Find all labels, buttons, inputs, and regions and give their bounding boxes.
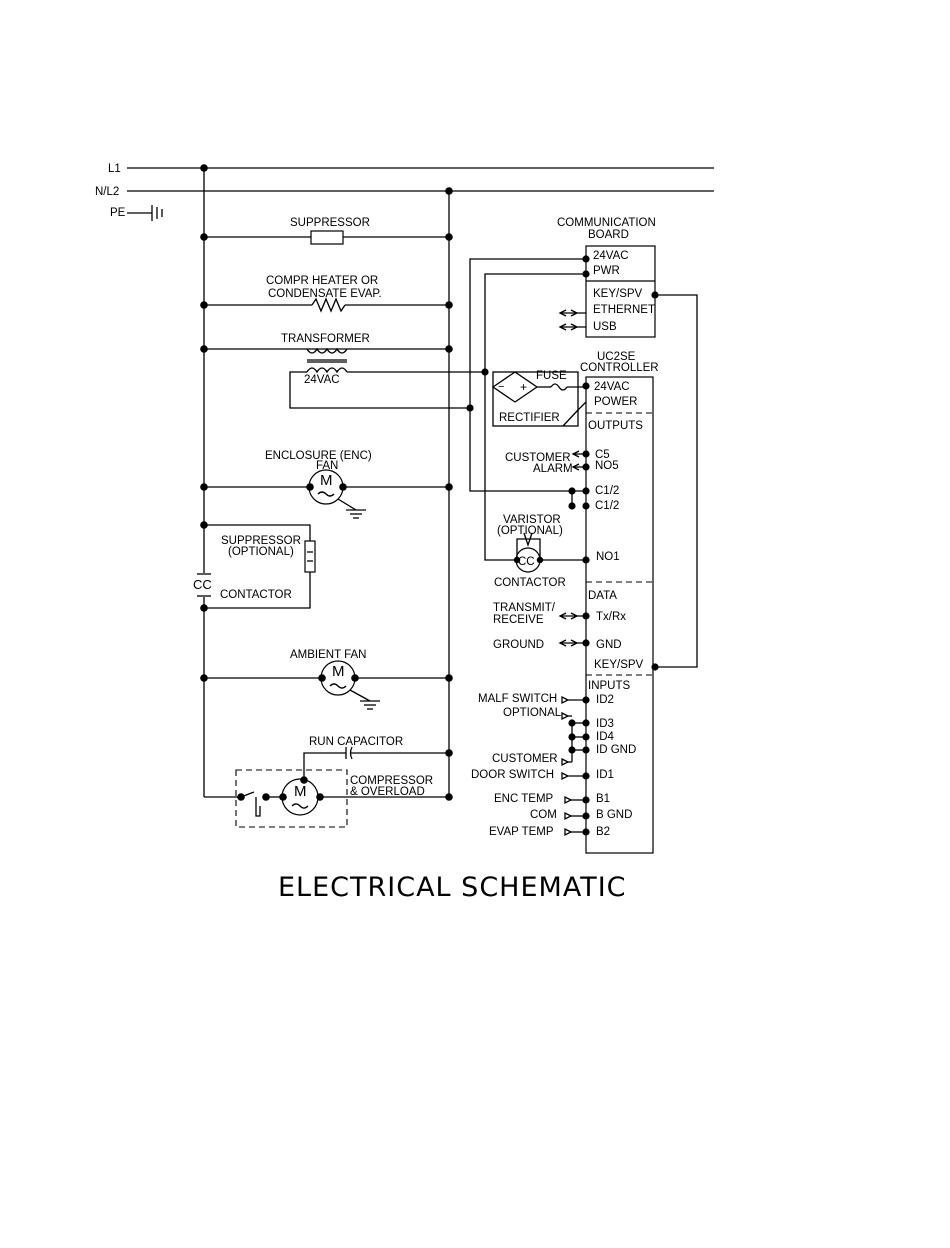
transmit-label-1: TRANSMIT/ [493,602,556,614]
rectifier-plus: + [520,380,527,394]
ctrl-no1: NO1 [596,551,620,563]
communication-board: COMMUNICATION BOARD 24VAC PWR KEY/SPV ET… [557,217,698,668]
comm-terminal-ethernet: ETHERNET [593,304,655,316]
controller: UC2SE CONTROLLER 24VAC POWER OUTPUTS C5 … [568,351,659,854]
compr-heater-label-2: CONDENSATE EVAP. [268,288,382,300]
contactor-coil-label: CC [193,577,212,592]
suppressor-optional-label-1: SUPPRESSOR [221,535,301,547]
enclosure-fan-label-2: FAN [316,460,338,472]
contactor-label: CONTACTOR [220,589,292,601]
transmit-label-2: RECEIVE [493,614,544,626]
ctrl-idgnd: ID GND [596,744,636,756]
ambient-fan-label: AMBIENT FAN [290,649,366,661]
transformer-secondary-label: 24VAC [304,374,340,386]
comm-terminal-pwr: PWR [593,265,620,277]
comm-board-title-1: COMMUNICATION [557,217,656,229]
contactor-right-label: CONTACTOR [494,577,566,589]
rectifier-label: RECTIFIER [499,412,560,424]
compressor-label-1: COMPRESSOR [350,775,433,787]
ctrl-c5: C5 [595,449,610,461]
malf-switch-label: MALF SWITCH [478,693,557,705]
ambient-fan: AMBIENT FAN M [200,649,453,710]
transformer-label: TRANSFORMER [281,333,370,345]
controller-title-2: CONTROLLER [580,362,659,374]
suppressor-label: SUPPRESSOR [290,217,370,229]
ctrl-id3: ID3 [596,718,614,730]
varistor-label-2: (OPTIONAL) [497,525,563,537]
ctrl-b1: B1 [596,793,610,805]
ctrl-gnd: GND [596,639,622,651]
run-capacitor-label: RUN CAPACITOR [309,736,403,748]
customer2-label: CUSTOMER [492,753,558,765]
n-l2-label: N/L2 [95,186,119,198]
optional-label: OPTIONAL [503,707,562,719]
suppressor: SUPPRESSOR [200,217,453,245]
pe-label: PE [110,207,126,219]
varistor-cc-label: CC [518,556,535,568]
compr-heater-label-1: COMPR HEATER OR [266,275,378,287]
ground-label: GROUND [493,639,544,651]
varistor-label-1: VARISTOR [503,514,561,526]
alarm-label: ALARM [533,463,573,475]
page-title: ELECTRICAL SCHEMATIC [278,872,627,903]
rectifier-fuse: − + FUSE RECTIFIER [466,368,587,427]
ctrl-no5: NO5 [595,460,619,472]
comm-board-title-2: BOARD [588,229,629,241]
external-connections: CUSTOMER ALARM TRANSMIT/ RECEIVE GROUND … [471,450,586,838]
ctrl-id1: ID1 [596,769,614,781]
ctrl-power: POWER [594,396,637,408]
controller-wiring: CC VARISTOR (OPTIONAL) CONTACTOR [469,258,586,589]
enclosure-fan-motor-symbol: M [320,472,333,489]
ctrl-b2: B2 [596,826,610,838]
comm-terminal-usb: USB [593,321,617,333]
enc-temp-label: ENC TEMP [494,793,554,805]
ambient-fan-motor-symbol: M [332,663,345,680]
compr-heater: COMPR HEATER OR CONDENSATE EVAP. [200,275,453,313]
controller-title-1: UC2SE [597,351,636,363]
compressor-label-2: & OVERLOAD [350,786,425,798]
ground-symbol [127,205,163,221]
contactor-branch: SUPPRESSOR (OPTIONAL) CC CONTACTOR [193,521,316,612]
evap-temp-label: EVAP TEMP [489,826,554,838]
ctrl-c12b: C1/2 [595,500,619,512]
ctrl-24vac: 24VAC [594,381,630,393]
rectifier-minus: − [498,381,504,393]
door-switch-label: DOOR SWITCH [471,769,554,781]
ctrl-inputs: INPUTS [588,680,631,692]
ctrl-c12a: C1/2 [595,485,619,497]
ctrl-id2: ID2 [596,694,614,706]
ctrl-keyspv: KEY/SPV [594,659,644,671]
ctrl-bgnd: B GND [596,809,632,821]
com-label: COM [530,809,557,821]
l1-label: L1 [108,163,121,175]
compressor-motor-symbol: M [294,783,307,800]
ctrl-txrx: Tx/Rx [596,611,626,623]
suppressor-optional-label-2: (OPTIONAL) [228,546,294,558]
fuse-label: FUSE [536,370,567,382]
compressor: RUN CAPACITOR M COMPRESSOR & OVERLOAD [204,736,453,828]
enclosure-fan-label-1: ENCLOSURE (ENC) [265,450,372,462]
ctrl-data: DATA [588,590,617,602]
ctrl-outputs: OUTPUTS [588,420,643,432]
power-lines: L1 N/L2 PE [95,163,714,797]
ctrl-id4: ID4 [596,731,615,743]
comm-terminal-keyspv: KEY/SPV [593,288,643,300]
transformer: TRANSFORMER 24VAC [200,333,485,409]
customer-label: CUSTOMER [505,452,571,464]
comm-terminal-24vac: 24VAC [593,250,629,262]
enclosure-fan: ENCLOSURE (ENC) FAN M [200,450,453,519]
